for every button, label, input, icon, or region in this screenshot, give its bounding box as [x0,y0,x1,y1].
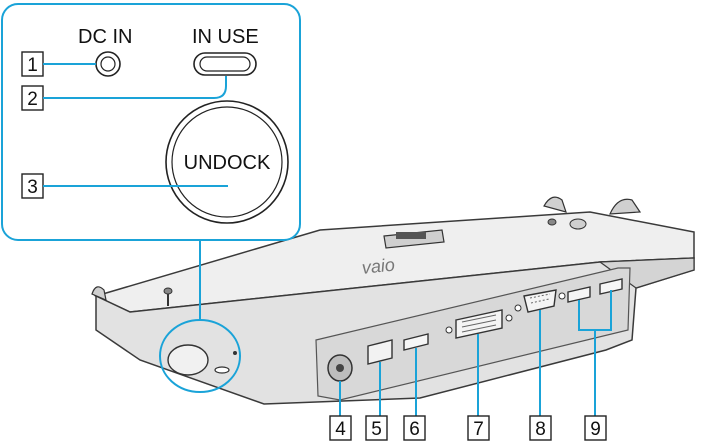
docking-connector-slot [396,232,426,239]
svg-text:5: 5 [371,419,382,440]
usb-port-6 [403,333,429,351]
svg-text:7: 7 [473,419,484,440]
svg-text:4: 4 [335,419,346,440]
right-hook [609,198,642,215]
in-use-lamp-zoom-inner [199,56,251,72]
in-use-lamp-zoom [193,52,257,76]
front-dc-indicator [233,351,237,355]
bottom-callouts: 4 5 6 7 8 9 [329,290,612,441]
dc-in-jack-center [336,364,344,372]
vga-screw-left [514,304,522,312]
right-hook-2 [543,196,567,213]
svg-text:8: 8 [535,419,546,440]
callout-8: 8 [529,310,552,441]
docking-station: vaio [91,196,695,405]
dvi-screw-right [505,314,513,322]
in-use-label: IN USE [192,26,259,48]
right-pin [547,218,557,226]
dvi-port-pins [461,314,497,333]
usb-port-9a [567,286,591,303]
lan-port [367,339,393,365]
svg-text:6: 6 [409,419,420,440]
callout-3: 3 [21,173,228,199]
undock-button-zoom-inner [171,106,283,218]
dvi-screw-left [445,326,453,334]
svg-text:3: 3 [27,177,38,198]
front-undock-button [167,344,209,376]
callout-7: 7 [467,334,490,441]
zoom-focus-circle [159,319,241,393]
svg-text:9: 9 [590,419,601,440]
left-pin-head [163,287,173,295]
dc-in-jack-zoom-inner [100,56,116,72]
callout-9: 9 [578,290,612,441]
dock-logo: vaio [361,254,396,277]
zoom-callout: DC IN IN USE UNDOCK 1 2 3 [1,3,301,393]
svg-text:1: 1 [27,55,38,76]
vga-screw-right [558,292,566,300]
dc-in-label: DC IN [78,26,132,48]
undock-button-zoom [165,100,289,224]
callout-1: 1 [21,51,96,77]
callout-4: 4 [329,381,352,441]
callout-5: 5 [365,362,388,441]
callout-6: 6 [403,348,426,441]
right-pin-2 [569,218,587,230]
dc-in-jack-zoom [95,51,121,77]
svg-text:2: 2 [27,89,38,110]
callout-2: 2 [21,76,227,111]
usb-port-9b [599,278,623,295]
left-hook [91,286,107,302]
front-in-use-lamp [214,366,230,374]
undock-label: UNDOCK [184,152,271,174]
vga-port-pins [529,293,551,304]
